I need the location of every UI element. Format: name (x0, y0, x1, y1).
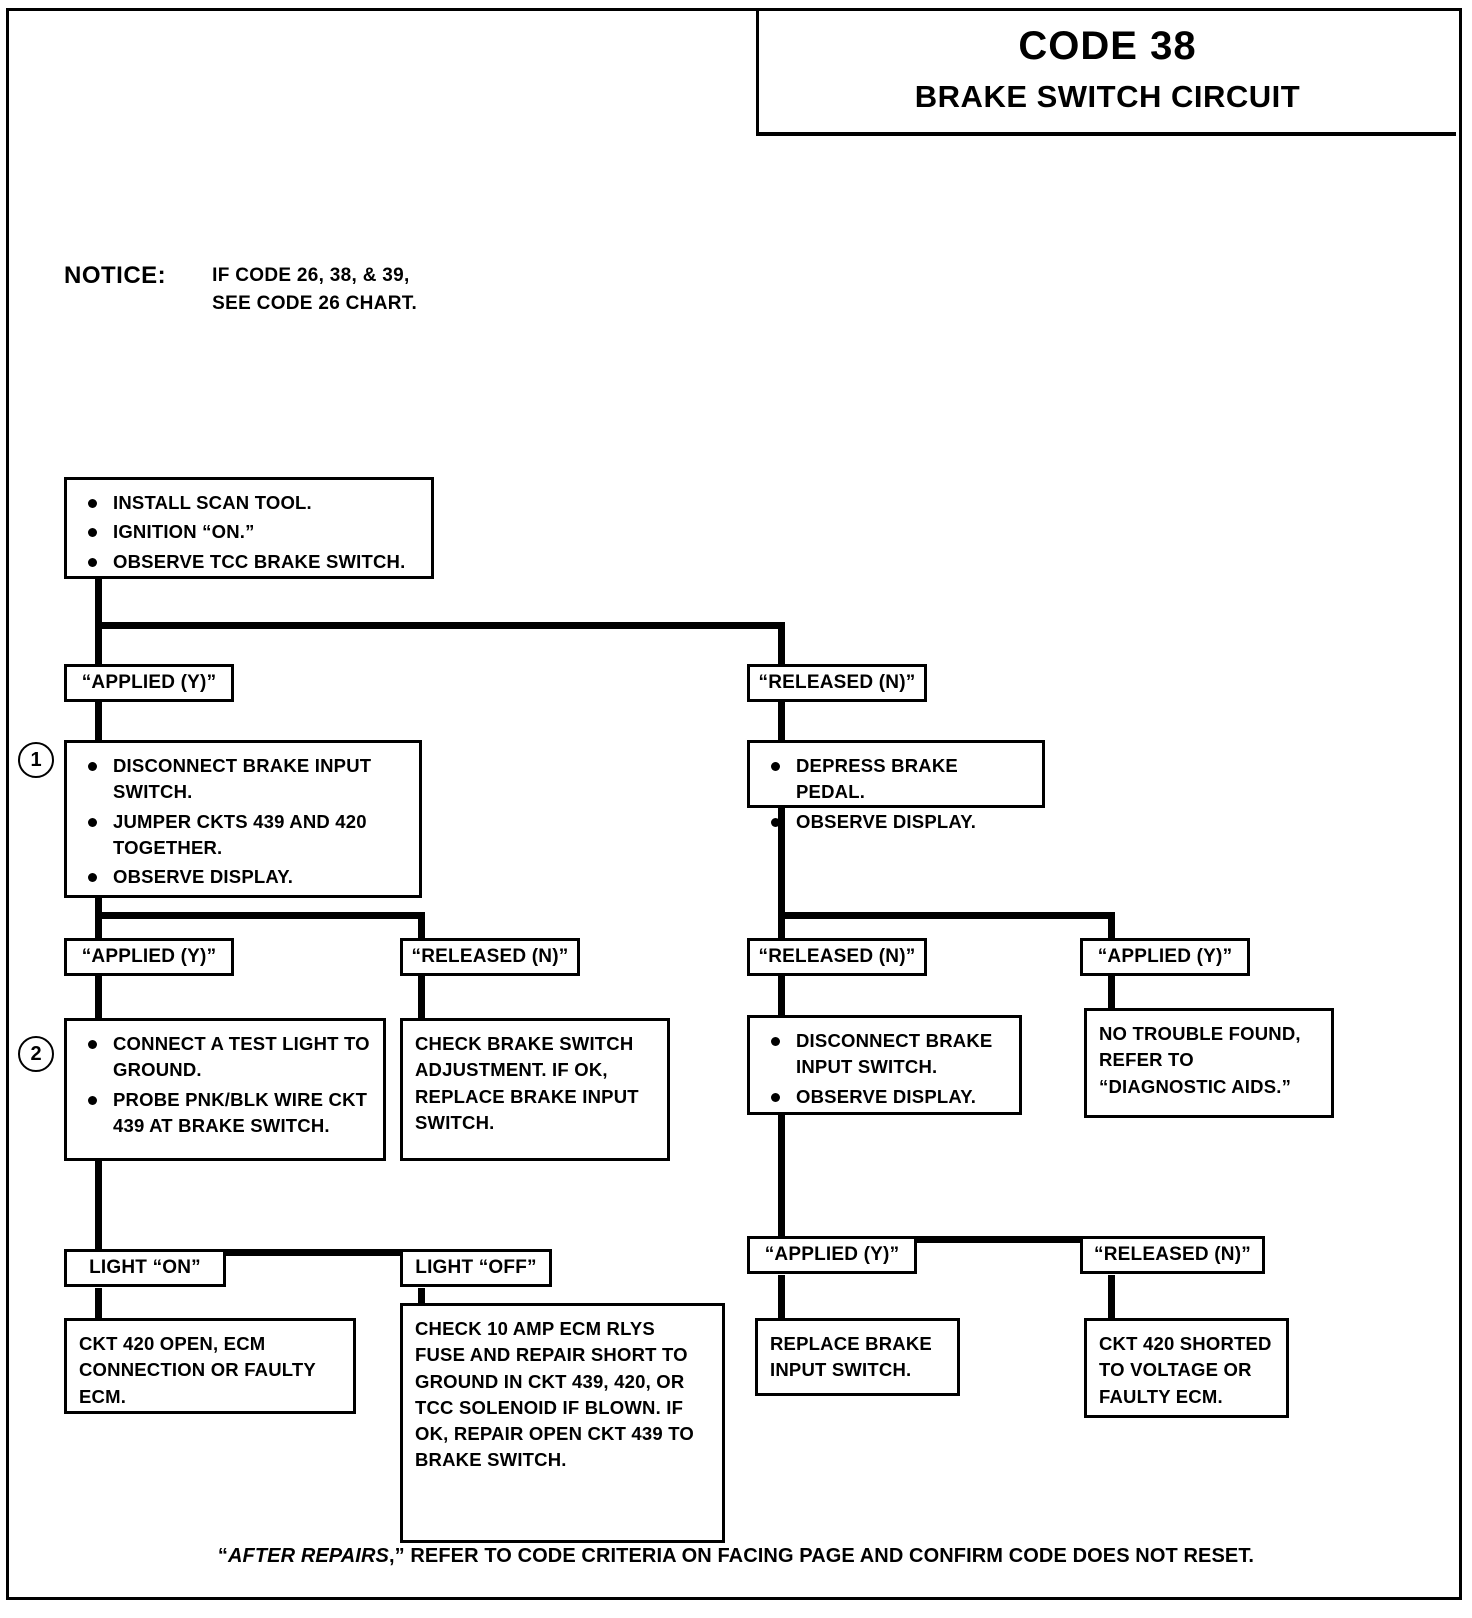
title-block: CODE 38 BRAKE SWITCH CIRCUIT (756, 8, 1456, 136)
branch-label-released-1: “RELEASED (N)” (747, 664, 927, 702)
ckt420-shorted-result-box: CKT 420 SHORTED TO VOLTAGE OR FAULTY ECM… (1084, 1318, 1289, 1418)
footer-quote-open: “ (217, 1545, 228, 1567)
connector-disconnect-down (778, 1113, 785, 1243)
branch-label-light-off: LIGHT “OFF” (400, 1249, 552, 1287)
step-number-2: 2 (18, 1036, 54, 1072)
page-title: CODE 38 (1018, 24, 1197, 68)
connector-right-bus2-right-down (1108, 912, 1115, 942)
connector-lighton-down (95, 1288, 102, 1321)
connector-top-bus (95, 622, 785, 629)
step1-bullet-list: DISCONNECT BRAKE INPUT SWITCH. JUMPER CK… (79, 753, 407, 890)
replace-switch-result-box: REPLACE BRAKE INPUT SWITCH. (755, 1318, 960, 1396)
connector-released1-down (778, 697, 785, 745)
replace-switch-text: REPLACE BRAKE INPUT SWITCH. (770, 1333, 932, 1381)
branch-label-applied-3: “APPLIED (Y)” (1080, 938, 1250, 976)
ckt420-shorted-text: CKT 420 SHORTED TO VOLTAGE OR FAULTY ECM… (1099, 1333, 1272, 1407)
connector-left-bus-2 (95, 912, 425, 919)
branch-label-applied-1: “APPLIED (Y)” (64, 664, 234, 702)
connector-released2-down (418, 972, 425, 1020)
branch-label-released-2: “RELEASED (N)” (400, 938, 580, 976)
footer-note: “AFTER REPAIRS,” REFER TO CODE CRITERIA … (0, 1545, 1472, 1568)
branch-label-light-on: LIGHT “ON” (64, 1249, 226, 1287)
branch-label-applied-2: “APPLIED (Y)” (64, 938, 234, 976)
footer-rest: REFER TO CODE CRITERIA ON FACING PAGE AN… (404, 1545, 1255, 1567)
no-trouble-found-text: NO TROUBLE FOUND, REFER TO “DIAGNOSTIC A… (1099, 1023, 1301, 1097)
branch-label-applied-4: “APPLIED (Y)” (747, 1236, 917, 1274)
ckt420-open-text: CKT 420 OPEN, ECM CONNECTION OR FAULTY E… (79, 1333, 316, 1407)
list-item: DISCONNECT BRAKE INPUT SWITCH. (79, 753, 407, 806)
notice-line-1: IF CODE 26, 38, & 39, (212, 265, 410, 286)
start-instructions-box: INSTALL SCAN TOOL. IGNITION “ON.” OBSERV… (64, 477, 434, 579)
check-fuse-result-box: CHECK 10 AMP ECM RLYS FUSE AND REPAIR SH… (400, 1303, 725, 1543)
notice-label: NOTICE: (64, 262, 167, 289)
no-trouble-found-box: NO TROUBLE FOUND, REFER TO “DIAGNOSTIC A… (1084, 1008, 1334, 1118)
disconnect-switch-box: DISCONNECT BRAKE INPUT SWITCH. OBSERVE D… (747, 1015, 1022, 1115)
list-item: OBSERVE DISPLAY. (79, 864, 407, 890)
depress-pedal-box: DEPRESS BRAKE PEDAL. OBSERVE DISPLAY. (747, 740, 1045, 832)
depress-bullet-list: DEPRESS BRAKE PEDAL. OBSERVE DISPLAY. (762, 753, 1030, 835)
notice-block: NOTICE: IF CODE 26, 38, & 39, SEE CODE 2… (64, 262, 417, 317)
ckt420-open-result-box: CKT 420 OPEN, ECM CONNECTION OR FAULTY E… (64, 1318, 356, 1414)
list-item: INSTALL SCAN TOOL. (79, 490, 419, 516)
check-adjustment-text: CHECK BRAKE SWITCH ADJUSTMENT. IF OK, RE… (415, 1033, 639, 1133)
notice-line-2: SEE CODE 26 CHART. (212, 292, 418, 314)
connector-applied3-down (1108, 972, 1115, 1012)
connector-released3-down (778, 972, 785, 1020)
connector-left-bus2-right-down (418, 912, 425, 942)
branch-label-released-3: “RELEASED (N)” (747, 938, 927, 976)
step-number-1: 1 (18, 742, 54, 778)
page-border (6, 8, 1462, 1600)
list-item: IGNITION “ON.” (79, 519, 419, 545)
list-item: CONNECT A TEST LIGHT TO GROUND. (79, 1031, 371, 1084)
step2-bullet-list: CONNECT A TEST LIGHT TO GROUND. PROBE PN… (79, 1031, 371, 1139)
start-bullet-list: INSTALL SCAN TOOL. IGNITION “ON.” OBSERV… (79, 490, 419, 575)
connector-bus-left-down (95, 622, 102, 667)
connector-right-bus-3 (778, 1236, 1115, 1243)
list-item: DISCONNECT BRAKE INPUT SWITCH. (762, 1028, 1007, 1081)
connector-step2-down (95, 1158, 102, 1250)
footer-emphasis: AFTER REPAIRS (228, 1545, 389, 1567)
connector-start-down (95, 578, 102, 628)
list-item: DEPRESS BRAKE PEDAL. (762, 753, 1030, 806)
list-item: OBSERVE DISPLAY. (762, 809, 1030, 835)
check-fuse-text: CHECK 10 AMP ECM RLYS FUSE AND REPAIR SH… (415, 1318, 694, 1471)
connector-right-bus-2 (778, 912, 1115, 919)
step1-instructions-box: DISCONNECT BRAKE INPUT SWITCH. JUMPER CK… (64, 740, 422, 898)
connector-applied1-down (95, 697, 102, 745)
list-item: OBSERVE DISPLAY. (762, 1084, 1007, 1110)
check-adjustment-box: CHECK BRAKE SWITCH ADJUSTMENT. IF OK, RE… (400, 1018, 670, 1161)
branch-label-released-4: “RELEASED (N)” (1080, 1236, 1265, 1274)
list-item: OBSERVE TCC BRAKE SWITCH. (79, 549, 419, 575)
connector-depress-down (778, 802, 785, 941)
step2-instructions-box: CONNECT A TEST LIGHT TO GROUND. PROBE PN… (64, 1018, 386, 1161)
list-item: JUMPER CKTS 439 AND 420 TOGETHER. (79, 809, 407, 862)
footer-quote-close: ,” (388, 1545, 405, 1567)
list-item: PROBE PNK/BLK WIRE CKT 439 AT BRAKE SWIT… (79, 1087, 371, 1140)
page-subtitle: BRAKE SWITCH CIRCUIT (914, 79, 1301, 114)
connector-bus-right-down (778, 622, 785, 667)
connector-released4-down (1108, 1275, 1115, 1318)
disconnect-bullet-list: DISCONNECT BRAKE INPUT SWITCH. OBSERVE D… (762, 1028, 1007, 1110)
connector-left-bus-3 (95, 1249, 425, 1256)
connector-applied4-down (778, 1275, 785, 1318)
notice-text: IF CODE 26, 38, & 39, SEE CODE 26 CHART. (212, 262, 417, 317)
connector-applied2-down (95, 972, 102, 1020)
